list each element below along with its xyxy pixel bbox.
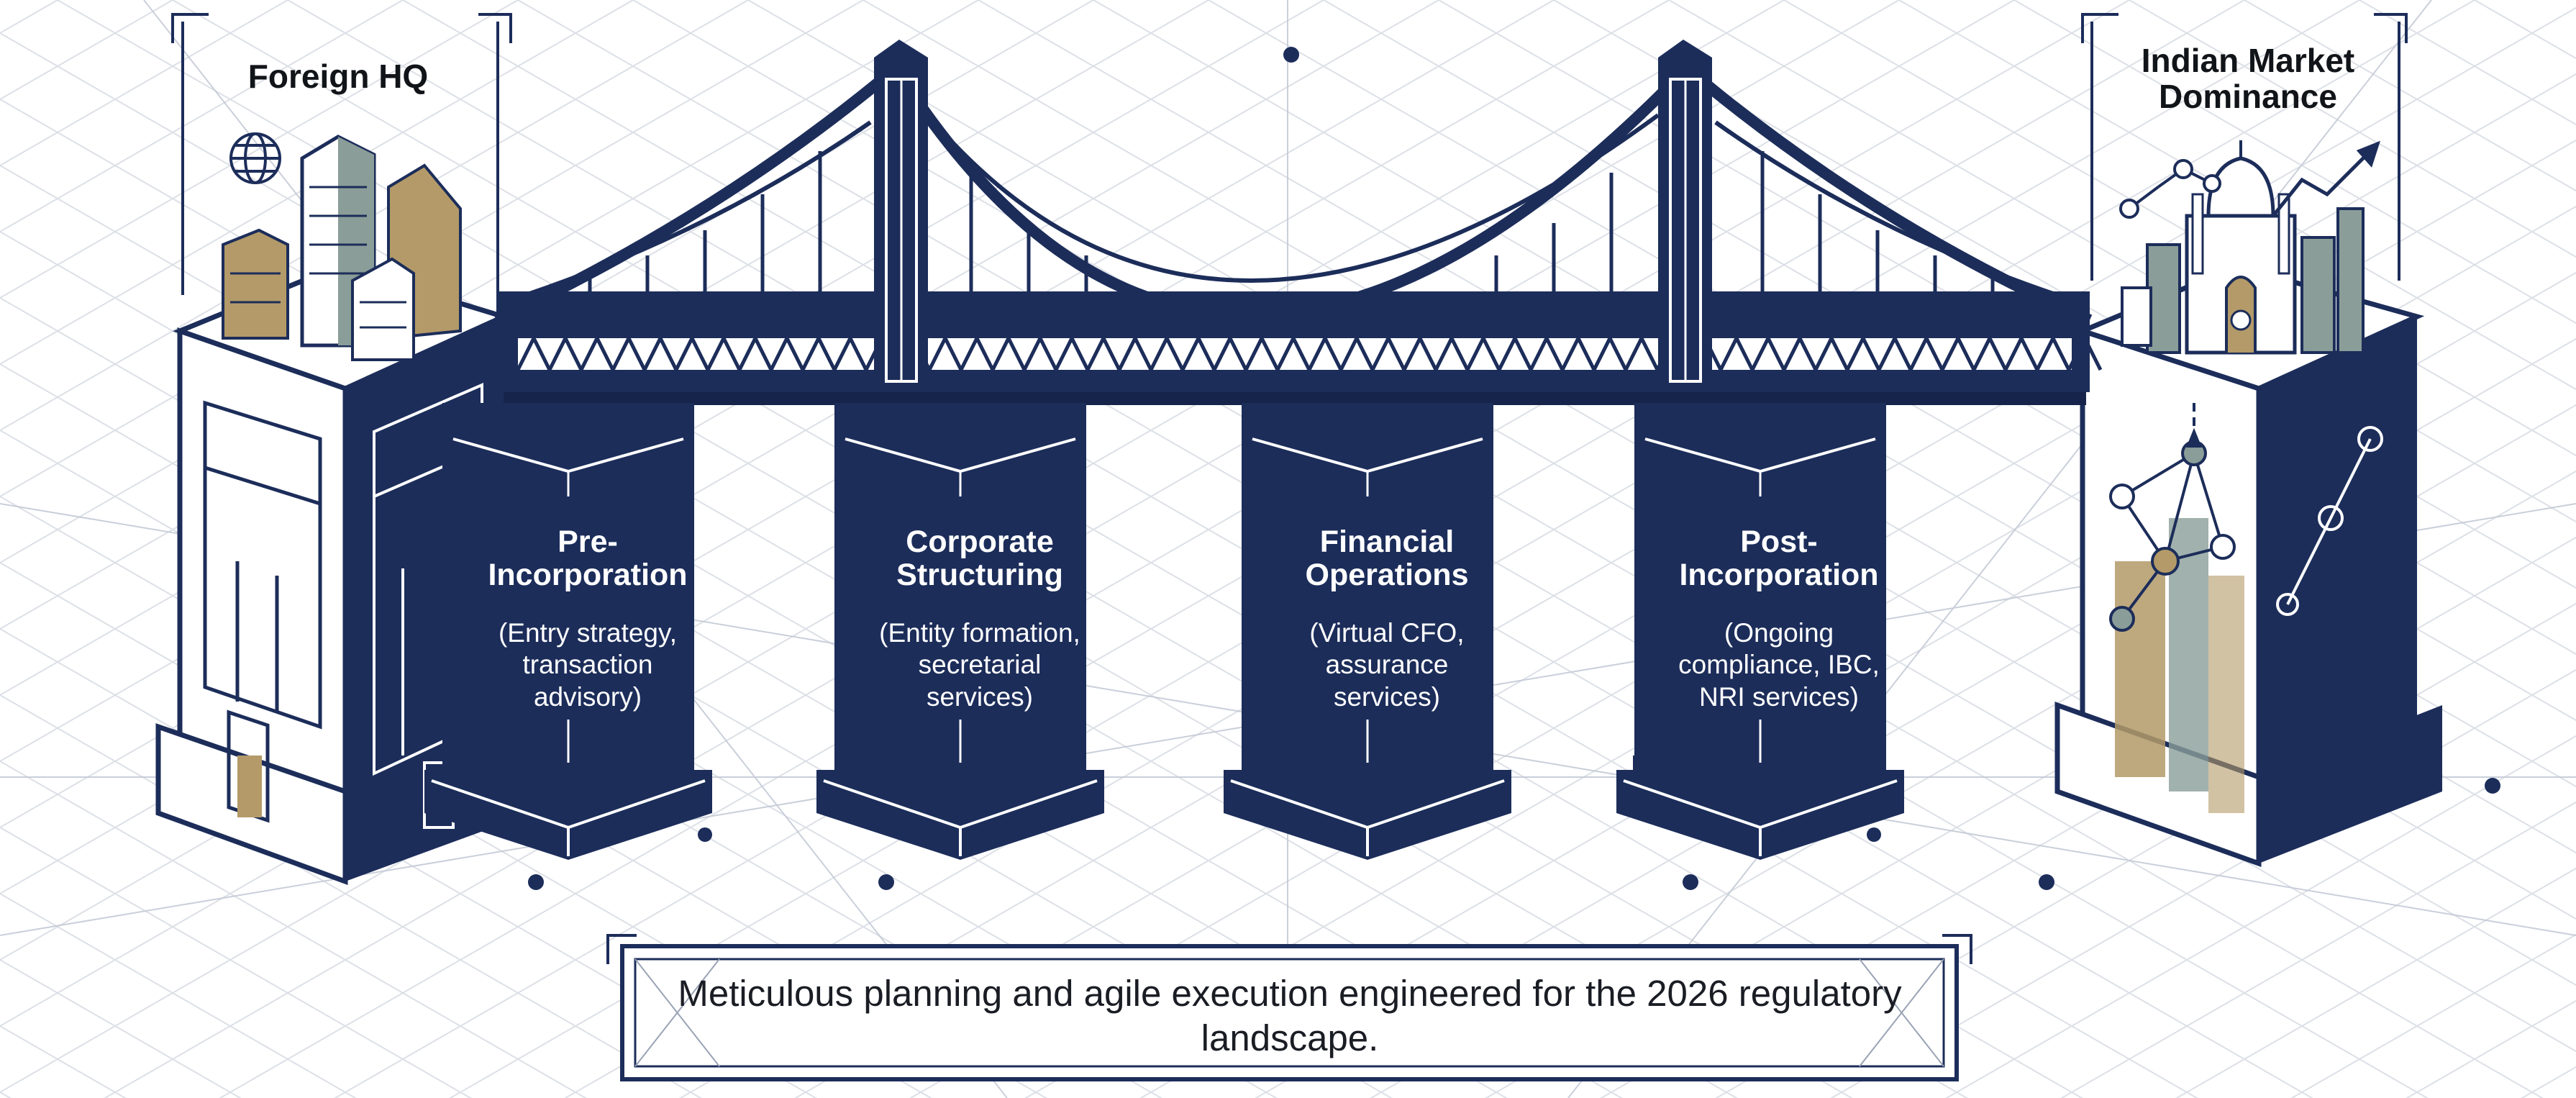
foreign-hq-building	[155, 132, 532, 886]
connector-nodes-icon	[2119, 159, 2221, 219]
caption-frame	[606, 934, 1972, 1081]
foreign-hq-frame	[171, 13, 512, 295]
india-frame	[2081, 13, 2408, 281]
pillar-2	[816, 403, 1104, 860]
pillar-1	[424, 403, 712, 860]
pillar-4-title: Post-Incorporation	[1679, 525, 1879, 593]
hq-door	[237, 756, 262, 817]
pillar-1-title: Pre-Incorporation	[488, 525, 688, 593]
pillar-4	[1616, 403, 1904, 860]
network-diagram-icon	[2109, 403, 2236, 632]
trend-arrow-icon	[2272, 140, 2381, 217]
foreign-hq-label: Foreign HQ	[247, 58, 429, 95]
hq-skyline	[222, 135, 462, 361]
globe-icon	[229, 132, 281, 184]
bridge-deck	[496, 291, 2103, 405]
pillar-3	[1224, 403, 1511, 860]
india-building	[2054, 140, 2442, 867]
pillar-blocks	[424, 403, 1904, 860]
growth-line-icon	[2276, 426, 2383, 616]
india-bars	[2115, 518, 2244, 813]
caption-text: Meticulous planning and agile execution …	[678, 973, 1902, 1059]
